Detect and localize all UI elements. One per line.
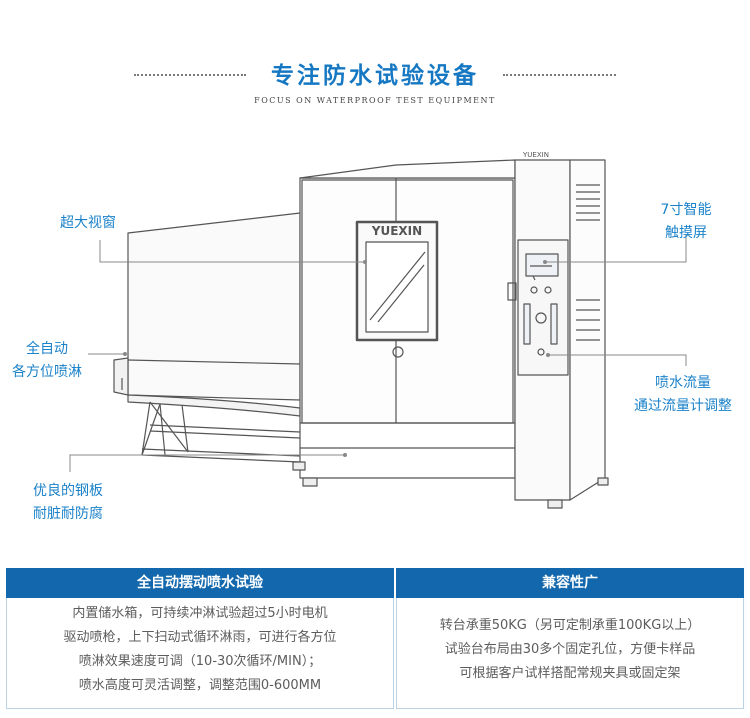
table-line: 喷水高度可灵活调整，调整范围0-600MM	[78, 678, 322, 693]
feature-table: 全自动摆动喷水试验 兼容性广 内置储水箱，可持续冲淋试验超过5小时电机 驱动喷枪…	[6, 568, 744, 709]
table-cell-compatibility: 转台承重50KG（另可定制承重100KG以上） 试验台布局由30多个固定孔位，方…	[396, 598, 744, 709]
panel-brand-text: YUEXIN	[522, 151, 549, 159]
table-line: 可根据客户试样搭配常规夹具或固定架	[459, 666, 681, 681]
window-brand-text: YUEXIN	[371, 224, 422, 238]
title-divider-right	[503, 74, 616, 76]
callout-window-text: 超大视窗	[60, 215, 116, 231]
callout-flow-line2: 通过流量计调整	[634, 398, 732, 414]
callout-auto-line1: 全自动	[26, 341, 68, 357]
test-chamber-illustration: YUEXIN YUEXIN	[69, 151, 687, 509]
callout-steel-line1: 优良的钢板	[33, 483, 103, 499]
table-header-compatibility: 兼容性广	[396, 568, 744, 598]
table-cell-auto-spray: 内置储水箱，可持续冲淋试验超过5小时电机 驱动喷枪，上下扫动式循环淋雨，可进行各…	[6, 598, 394, 709]
table-line: 驱动喷枪，上下扫动式循环淋雨，可进行各方位	[63, 630, 337, 645]
callout-touchscreen: 7寸智能 触摸屏	[646, 199, 726, 245]
page-title: 专注防水试验设备	[271, 63, 479, 89]
callout-window: 超大视窗	[60, 212, 116, 235]
title-divider-left	[134, 74, 246, 76]
callout-flow: 喷水流量 通过流量计调整	[620, 372, 746, 418]
callout-screen-line2: 触摸屏	[665, 225, 707, 241]
callout-auto-line2: 各方位喷淋	[12, 364, 82, 380]
table-header-auto-spray: 全自动摆动喷水试验	[6, 568, 394, 598]
page-subtitle: FOCUS ON WATERPROOF TEST EQUIPMENT	[254, 96, 496, 105]
callout-flow-line1: 喷水流量	[655, 375, 711, 391]
table-line: 内置储水箱，可持续冲淋试验超过5小时电机	[72, 606, 328, 621]
callout-screen-line1: 7寸智能	[660, 202, 712, 218]
callout-auto-spray: 全自动 各方位喷淋	[8, 338, 86, 384]
table-line: 喷淋效果速度可调（10-30次循环/MIN）；	[78, 654, 322, 669]
table-line: 试验台布局由30多个固定孔位，方便卡样品	[444, 642, 696, 657]
callout-steel: 优良的钢板 耐脏耐防腐	[18, 480, 118, 526]
table-line: 转台承重50KG（另可定制承重100KG以上）	[439, 618, 701, 633]
callout-steel-line2: 耐脏耐防腐	[33, 506, 103, 522]
